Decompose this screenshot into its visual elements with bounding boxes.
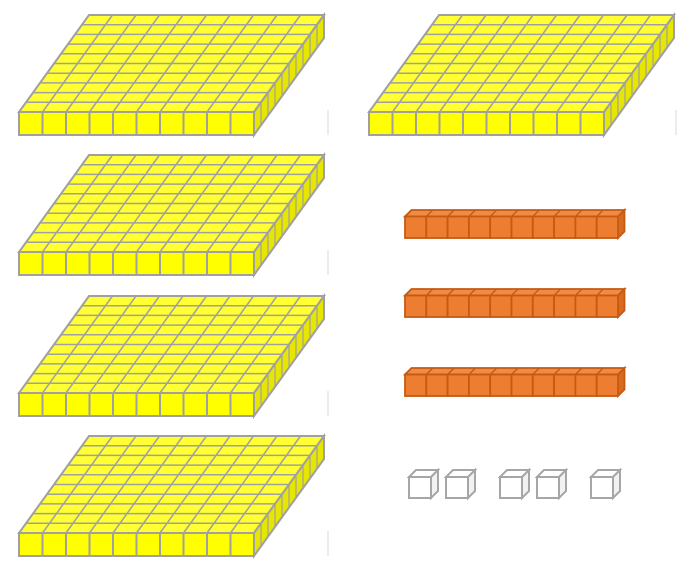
- unit-cube-face: [206, 392, 232, 417]
- unit-cube-face: [391, 111, 417, 136]
- unit-cube-face: [182, 251, 208, 276]
- unit-cube-face: [553, 215, 577, 239]
- unit-cube-face: [65, 532, 91, 557]
- unit-cube-face: [135, 111, 161, 136]
- tens-rod-1: [402, 207, 627, 241]
- unit-cube-face: [135, 251, 161, 276]
- unit-cube-face: [415, 111, 441, 136]
- tens-rod-3: [402, 365, 627, 399]
- unit-cube-face: [425, 215, 449, 239]
- unit-cube-face: [553, 294, 577, 318]
- unit-cube-face: [18, 532, 44, 557]
- unit-cube-face: [88, 251, 114, 276]
- unit-cube-face: [595, 215, 619, 239]
- unit-cube-face: [88, 392, 114, 417]
- unit-cube-face: [531, 294, 555, 318]
- hundreds-flat-5: [367, 11, 676, 139]
- unit-cube-face: [159, 251, 185, 276]
- unit-cube-face: [467, 294, 492, 318]
- ones-unit-5: [588, 467, 623, 501]
- ones-unit-2: [443, 467, 478, 501]
- hundreds-flat-4: [17, 432, 326, 560]
- unit-cube-face: [404, 373, 428, 397]
- unit-cube-face: [532, 111, 558, 136]
- unit-cube-face: [446, 294, 470, 318]
- unit-cube-face: [159, 392, 185, 417]
- unit-cube-face: [65, 111, 91, 136]
- unit-cube-face: [18, 392, 44, 417]
- unit-cube-face: [553, 373, 577, 397]
- unit-cube-face: [531, 215, 555, 239]
- hundreds-flat-3: [17, 292, 326, 420]
- unit-cube-face: [112, 532, 138, 557]
- unit-cube-face: [425, 294, 449, 318]
- unit-cube-face: [41, 532, 67, 557]
- unit-cube-face: [229, 532, 255, 557]
- unit-cube-face: [531, 373, 555, 397]
- unit-cube-face: [446, 373, 470, 397]
- unit-cube-face: [229, 251, 255, 276]
- unit-cube-face: [182, 532, 208, 557]
- unit-cube-face: [574, 294, 598, 318]
- unit-cube-face: [206, 251, 232, 276]
- unit-cube-face: [368, 111, 394, 136]
- hundreds-flat-2: [17, 151, 326, 279]
- unit-cube-face: [112, 251, 138, 276]
- unit-cube-face: [574, 373, 598, 397]
- unit-cube-face: [510, 373, 534, 397]
- unit-cube-face: [595, 373, 619, 397]
- unit-cube-face: [229, 111, 255, 136]
- unit-cube-face: [229, 392, 255, 417]
- unit-cube-face: [404, 294, 428, 318]
- unit-cube-face: [467, 215, 492, 239]
- unit-cube-face: [41, 251, 67, 276]
- unit-cube-face: [509, 111, 535, 136]
- unit-cube-face: [88, 532, 114, 557]
- ones-unit-1: [406, 467, 441, 501]
- unit-cube-face: [485, 111, 511, 136]
- unit-cube-face: [579, 111, 605, 136]
- hundreds-flat-1: [17, 11, 326, 139]
- unit-cube-face: [489, 215, 513, 239]
- unit-cube-face: [41, 392, 67, 417]
- unit-cube-face: [404, 215, 428, 239]
- unit-cube-face: [182, 392, 208, 417]
- unit-cube-face: [574, 215, 598, 239]
- unit-cube-face: [41, 111, 67, 136]
- unit-cube-face: [510, 215, 534, 239]
- unit-cube-face: [88, 111, 114, 136]
- unit-cube-face: [510, 294, 534, 318]
- unit-cube-face: [159, 532, 185, 557]
- unit-cube-face: [18, 251, 44, 276]
- unit-cube-face: [462, 111, 488, 136]
- ones-unit-4: [534, 467, 569, 501]
- unit-cube-face: [112, 111, 138, 136]
- unit-cube-face: [182, 111, 208, 136]
- unit-cube-face: [65, 251, 91, 276]
- unit-cube-face: [159, 111, 185, 136]
- ones-unit-3: [497, 467, 532, 501]
- unit-cube-face: [135, 392, 161, 417]
- unit-cube-face: [489, 373, 513, 397]
- unit-cube-face: [438, 111, 464, 136]
- unit-cube-face: [556, 111, 582, 136]
- tens-rod-2: [402, 286, 627, 320]
- unit-cube-face: [65, 392, 91, 417]
- unit-cube-face: [18, 111, 44, 136]
- unit-cube-face: [467, 373, 492, 397]
- unit-cube-face: [446, 215, 470, 239]
- unit-cube-face: [595, 294, 619, 318]
- unit-cube-face: [135, 532, 161, 557]
- unit-cube-face: [425, 373, 449, 397]
- unit-cube-face: [206, 111, 232, 136]
- unit-cube-face: [489, 294, 513, 318]
- unit-cube-face: [206, 532, 232, 557]
- unit-cube-face: [112, 392, 138, 417]
